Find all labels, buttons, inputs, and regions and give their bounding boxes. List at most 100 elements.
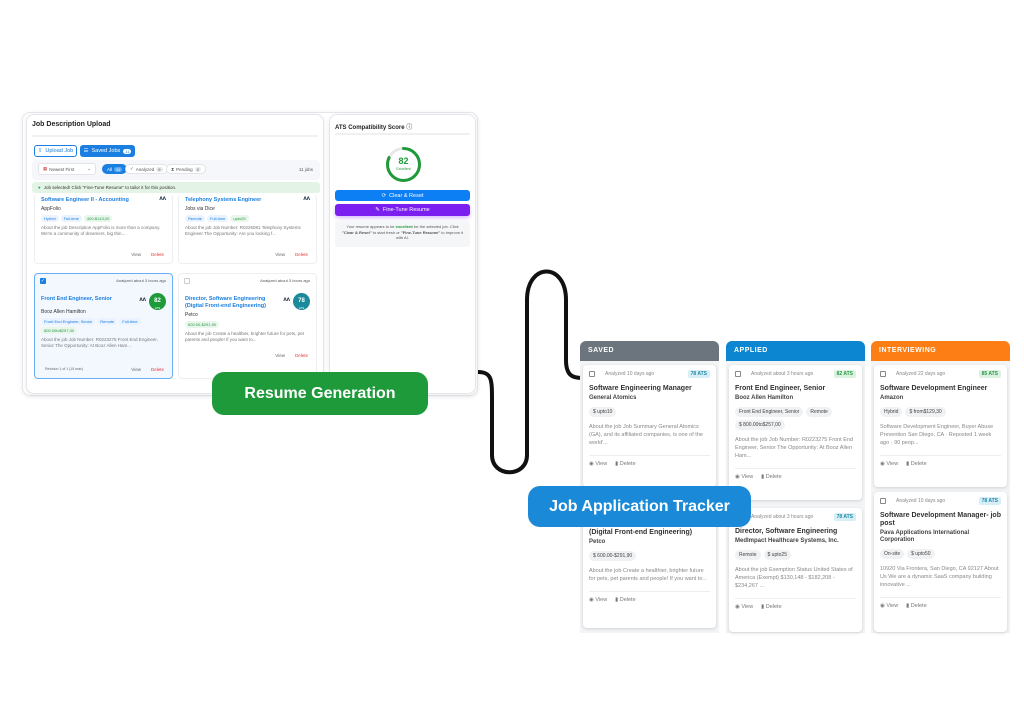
upload-job-button[interactable]: ⇪Upload Job [34, 145, 77, 157]
company: MedImpact Healthcare Systems, Inc. [735, 538, 839, 544]
ats-badge: 78 ATS [978, 497, 1001, 505]
company: General Atomics [589, 395, 637, 401]
job-card[interactable]: Telephony Systems Engineer Jobs via Dice… [178, 194, 317, 264]
tag: Remote [735, 550, 761, 560]
ats-title: ATS Compatibility Score [335, 125, 405, 131]
sort-select[interactable]: ▦Newest First⌄ [38, 163, 96, 175]
job-application-tracker-badge: Job Application Tracker [528, 486, 751, 527]
job-description: About the job Job Number: R0223275 Front… [735, 437, 854, 459]
delete-button[interactable]: ▮ Delete [761, 604, 782, 610]
company: Pava Applications International Corporat… [880, 530, 970, 543]
view-button[interactable]: ◉ View [880, 461, 899, 467]
check-icon: ✓ [130, 166, 134, 171]
view-button[interactable]: View [131, 252, 141, 257]
ats-message: Your resume appears to be excellent for … [335, 221, 470, 247]
check-circle-icon: ● [38, 185, 41, 190]
hourglass-icon: ⧗ [171, 166, 175, 172]
job-upload-panel: Job Description Upload ⇪Upload Job ☰Save… [26, 114, 324, 394]
ats-rating: Excellent [396, 167, 411, 171]
ats-badge: 78 ATS [687, 370, 710, 378]
checkbox[interactable] [735, 371, 741, 377]
trash-icon: ▮ [761, 474, 765, 480]
delete-button[interactable]: Delete [294, 353, 308, 358]
job-description: 10920 Via Frontera, San Diego, CA 92127 … [880, 566, 999, 588]
trash-icon: ▮ [615, 461, 619, 467]
eye-icon: ◉ [880, 603, 885, 609]
delete-button[interactable]: ▮ Delete [906, 603, 927, 609]
delete-button[interactable]: ▮ Delete [615, 461, 636, 467]
tag: On-site [880, 549, 905, 559]
chevron-down-icon: ⌄ [87, 166, 91, 171]
checkbox[interactable] [589, 371, 595, 377]
job-description: About the job Job Summary General Atomic… [589, 424, 703, 446]
eye-icon: ◉ [735, 604, 740, 610]
delete-button[interactable]: ▮ Delete [761, 474, 782, 480]
tag: $ upto25 [763, 550, 791, 560]
checkbox[interactable] [880, 498, 886, 504]
tag: $ upto10 [589, 407, 617, 417]
fine-tune-resume-button[interactable]: ✎Fine-Tune Resume [335, 204, 470, 216]
checkbox[interactable] [880, 371, 886, 377]
ats-panel: ATS Compatibility Score ⓘ 82 Excellent ⟳… [329, 114, 476, 394]
tag: $ 800.00to$257,00 [735, 420, 785, 430]
job-card-selected[interactable]: ✓ Analyzed about 3 hours ago Front End E… [34, 273, 173, 379]
view-button[interactable]: ◉ View [735, 474, 754, 480]
trash-icon: ▮ [761, 604, 765, 610]
panel-title: Job Description Upload [32, 121, 111, 128]
refresh-icon: ⟳ [381, 192, 387, 199]
clear-reset-button[interactable]: ⟳Clear & Reset [335, 190, 470, 201]
checkbox[interactable] [184, 278, 190, 284]
view-button[interactable]: ◉ View [880, 603, 899, 609]
view-button[interactable]: ◉ View [735, 604, 754, 610]
checkbox-checked[interactable]: ✓ [40, 278, 46, 284]
tag: $ 600.00-$291,90 [589, 551, 637, 561]
job-description: Software Development Engineer, Buyer Abu… [880, 424, 994, 446]
view-button[interactable]: ◉ View [589, 461, 608, 467]
ats-badge: 78 ATS [833, 513, 856, 521]
column-header: APPLIED [726, 341, 865, 361]
delete-button[interactable]: Delete [294, 252, 308, 257]
view-button[interactable]: View [275, 252, 285, 257]
job-card[interactable]: Software Engineer II - Accounting AppFol… [34, 194, 173, 264]
delete-button[interactable]: Delete [150, 252, 164, 257]
eye-icon: ◉ [880, 461, 885, 467]
tag: $ upto50 [907, 549, 935, 559]
revision-nav[interactable]: Revision 1 of 1 (15 max) [45, 367, 83, 371]
column-header: SAVED [580, 341, 719, 361]
trash-icon: ▮ [906, 603, 910, 609]
job-description: About the job Exemption Status United St… [735, 567, 853, 589]
delete-button[interactable]: Delete [150, 367, 164, 372]
ats-badge: 82 ATS [833, 370, 856, 378]
ats-score-gauge [386, 147, 421, 182]
view-button[interactable]: ◉ View [589, 597, 608, 603]
job-description: About the job Create a healthier, bright… [589, 568, 708, 582]
view-button[interactable]: View [275, 353, 285, 358]
info-icon[interactable]: ⓘ [406, 125, 413, 131]
eye-icon: ◉ [589, 461, 594, 467]
delete-button[interactable]: ▮ Delete [906, 461, 927, 467]
job-card[interactable]: Analyzed about 3 hours ago Director, Sof… [178, 273, 317, 379]
delete-button[interactable]: ▮ Delete [615, 597, 636, 603]
job-title: Software Development Manager- job post [880, 512, 1001, 527]
job-title: Front End Engineer, Senior [735, 385, 826, 392]
calendar-icon: ▦ [43, 166, 48, 171]
view-button[interactable]: View [131, 367, 141, 372]
tag: Hybrid [880, 407, 903, 417]
ats-score-value: 82 [398, 156, 409, 166]
logo-icon: ʌʌ [303, 196, 310, 202]
company: Amazon [880, 395, 904, 401]
ats-badge: 85 ATS [978, 370, 1001, 378]
